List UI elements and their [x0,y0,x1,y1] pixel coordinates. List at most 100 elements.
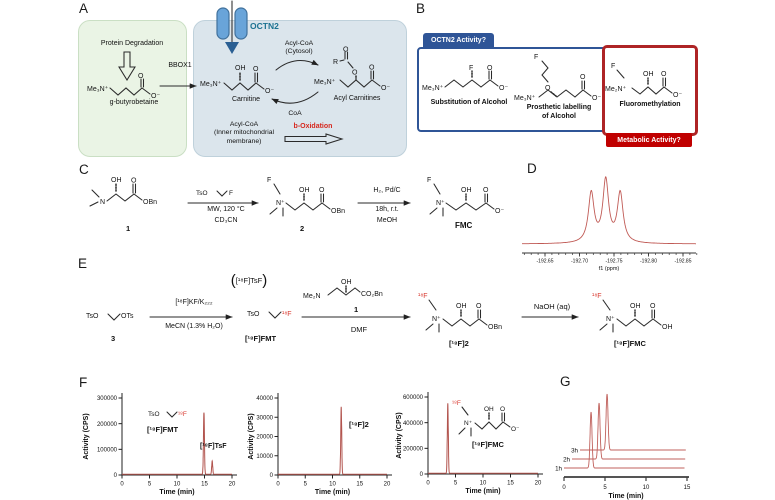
fluoromethylation-structure: F Me₂N⁺ OH O O⁻ [605,63,682,99]
prosthetic-name-line2: of Alcohol [542,112,576,120]
svg-text:200000: 200000 [403,447,424,453]
f18-fmc-structure: ¹⁸F N⁺ OH O OH [592,293,673,333]
svg-text:Time (min): Time (min) [159,489,194,496]
octn2-title: OCTN2 [250,21,279,31]
svg-text:10: 10 [329,482,336,488]
svg-text:2h: 2h [563,457,570,464]
protein-degradation-label: Protein Degradation [100,40,164,47]
svg-text:Time (min): Time (min) [465,488,500,495]
svg-text:-192.75: -192.75 [606,259,623,265]
f18-fmt-structure: TsO ¹⁸F [247,311,292,319]
svg-text:3h: 3h [571,448,578,455]
atom-label: R [333,59,338,66]
atom-label: Me₃N⁺ [87,85,109,93]
acyl-carnitines-name: Acyl Carnitines [333,95,381,102]
atom-label: O [487,65,493,72]
paren-close: ) [262,272,268,289]
coa-label: CoA [288,110,302,117]
condition-cd3cn: CD₃CN [214,217,238,224]
octn2-transporter-icon [216,0,248,54]
compound1-reagent-structure: Me₂N OH CO₂Bn [303,279,383,300]
svg-text:30000: 30000 [256,415,273,421]
atom-label: O [545,85,551,92]
atom-label: F [267,177,271,184]
panel-f-label: F [79,375,88,390]
atom-label: OBn [143,199,157,206]
atom-label: O [369,65,375,72]
reaction-arrow-e2 [301,314,411,320]
svg-text:-192.80: -192.80 [640,259,657,265]
atom-label: OH [630,303,641,310]
f18-atom: ¹⁸F [592,293,602,300]
atom-label: OH [235,65,246,72]
svg-text:400000: 400000 [403,421,424,427]
atom-label: O⁻ [511,426,520,433]
octn2-activity-tab: OCTN2 Activity? [423,33,494,47]
svg-text:100000: 100000 [97,448,118,454]
svg-text:40000: 40000 [256,396,273,402]
f18-fmt-name: [¹⁸F]FMT [245,334,277,343]
atom-label: OH [341,279,352,286]
condition-meoh: MeOH [376,217,398,224]
atom-label: F [427,177,431,184]
b-oxidation-label: b-Oxidation [293,123,333,130]
svg-text:0: 0 [120,482,124,488]
svg-text:20: 20 [229,482,236,488]
panel-d-label: D [527,161,537,176]
atom-label: O [476,303,482,310]
atom-label: O⁻ [499,85,508,92]
atom-label: Me₃N⁺ [422,84,444,92]
atom-label: O⁻ [592,95,601,102]
acylcoa-inner-label: Acyl-CoA (Inner mitochondrial membrane) [198,121,290,146]
acylcoa-inner-line3: membrane) [226,137,262,145]
svg-text:0: 0 [276,482,280,488]
atom-label: O [253,66,259,73]
atom-label: N⁺ [606,315,615,323]
atom-label: OBn [488,324,502,331]
svg-text:15: 15 [201,482,208,488]
gbb-name: g-butyrobetaine [109,99,159,106]
svg-text:-192.85: -192.85 [675,259,692,265]
svg-text:0: 0 [114,473,118,479]
atom-label: O [650,303,656,310]
atom-label: N⁺ [436,199,445,207]
atom-label: Me₂N⁺ [605,85,626,93]
condition-h2pdc: H₂, Pd/C [373,187,401,194]
svg-text:1h: 1h [555,466,562,473]
atom-label: Me₃N⁺ [514,94,536,102]
fmt-inset-structure: TsO ¹⁸F [148,411,187,418]
paren-open: ( [230,272,236,289]
atom-label: O [343,47,349,54]
compound1-number: 1 [126,224,131,233]
svg-text:15: 15 [356,482,363,488]
prosthetic-name: Prosthetic labelling of Alcohol [510,104,608,121]
fmc-structure: F N⁺ OH O O⁻ [427,177,504,217]
svg-text:Activity (CPS): Activity (CPS) [396,412,403,458]
svg-text:0: 0 [270,473,274,479]
tsocf-reagent: TsO F [196,190,233,197]
acylcoa-line2: (Cytosol) [285,48,313,56]
fluoromethylation-name: Fluoromethylation [619,101,681,108]
substitution-name: Substitution of Alcohol [430,99,508,106]
bbox1-label: BBOX1 [168,62,192,69]
condition-mecn: MeCN (1.3% H₂O) [165,323,223,330]
atom-label: O⁻ [265,88,274,95]
atom-label: OH [299,187,310,194]
atom-label: O [661,71,667,78]
condition-18h: 18h, r.t. [375,206,399,213]
svg-text:20000: 20000 [256,435,273,441]
compound1-structure: N OH O OBn [89,177,157,207]
acylcoa-inner-line2: (Inner mitochondrial [213,129,275,137]
atom-label: O [131,178,137,185]
atom-label: TsO [196,190,208,197]
svg-text:f1 (ppm): f1 (ppm) [599,266,620,272]
fmc-peak-name: [¹⁸F]FMC [472,440,504,449]
tsf-byproduct: ([¹⁸F]TsF) [218,272,280,290]
b-oxidation-arrow [284,133,344,145]
atom-label: TsO [148,411,160,418]
svg-text:0: 0 [562,485,566,491]
panel-a-label: A [79,1,89,16]
svg-text:5: 5 [304,482,308,488]
